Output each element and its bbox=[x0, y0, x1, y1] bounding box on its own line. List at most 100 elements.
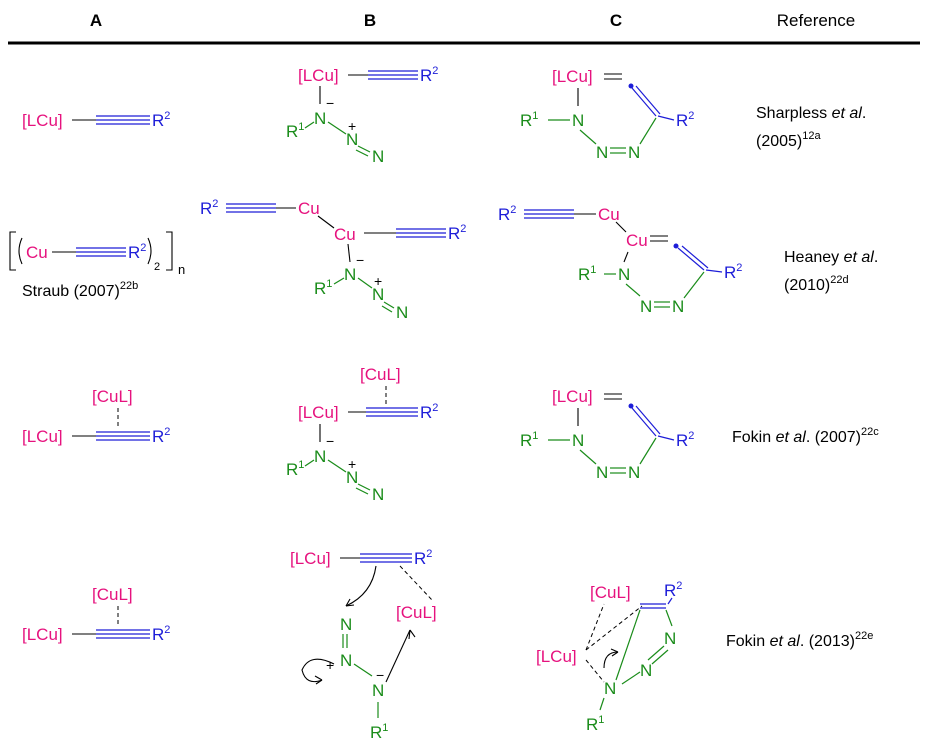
row1-structure-b: [LCu] R2 N − R1 N + N bbox=[286, 65, 438, 166]
svg-text:Cu: Cu bbox=[26, 243, 48, 262]
svg-text:N: N bbox=[640, 297, 652, 316]
svg-text:[CuL]: [CuL] bbox=[92, 387, 133, 406]
azide-n1: N bbox=[314, 109, 326, 128]
svg-text:(2010)22d: (2010)22d bbox=[784, 274, 849, 294]
lcu-label: [LCu] bbox=[298, 66, 339, 85]
svg-text:N: N bbox=[340, 615, 352, 634]
svg-text:N: N bbox=[340, 651, 352, 670]
svg-text:n: n bbox=[178, 262, 185, 277]
reference-line1: Sharpless et al. bbox=[756, 105, 866, 122]
column-header-b: B bbox=[364, 11, 376, 30]
column-header-reference: Reference bbox=[777, 11, 855, 30]
svg-text:[LCu]: [LCu] bbox=[22, 625, 63, 644]
r2-label: R2 bbox=[676, 110, 694, 130]
row3-reference: Fokin et al. (2007)22c bbox=[732, 426, 879, 446]
svg-text:−: − bbox=[376, 667, 384, 683]
svg-text:R2: R2 bbox=[420, 402, 438, 422]
svg-text:N: N bbox=[596, 463, 608, 482]
svg-text:R1: R1 bbox=[520, 430, 538, 450]
lcu-label: [LCu] bbox=[22, 111, 63, 130]
svg-text:−: − bbox=[356, 252, 364, 268]
triazine-n1: N bbox=[572, 111, 584, 130]
table-header: A B C Reference bbox=[8, 11, 920, 45]
svg-text:N: N bbox=[604, 679, 616, 698]
row1-structure-c: [LCu] R2 N R1 N N bbox=[520, 67, 694, 162]
row4-structure-a: [CuL] [LCu] R2 bbox=[22, 585, 170, 644]
row-1: [LCu] R2 [LCu] R2 N − R1 N + N bbox=[22, 65, 866, 166]
svg-text:N: N bbox=[396, 303, 408, 322]
svg-text:R2: R2 bbox=[200, 198, 218, 218]
row3-structure-c: [LCu] R2 N R1 N N bbox=[520, 387, 694, 482]
triazine-n2: N bbox=[596, 143, 608, 162]
svg-text:[CuL]: [CuL] bbox=[92, 585, 133, 604]
svg-text:R1: R1 bbox=[578, 264, 596, 284]
svg-text:Heaney et al.: Heaney et al. bbox=[784, 249, 878, 266]
svg-text:N: N bbox=[372, 681, 384, 700]
svg-text:R1: R1 bbox=[314, 278, 332, 298]
svg-text:Cu: Cu bbox=[598, 205, 620, 224]
row-4: [CuL] [LCu] R2 [LCu] R2 [CuL] N N + bbox=[22, 548, 873, 742]
row1-structure-a: [LCu] R2 bbox=[22, 110, 170, 130]
svg-text:[LCu]: [LCu] bbox=[552, 387, 593, 406]
svg-text:N: N bbox=[346, 468, 358, 487]
reference-line2: (2005)12a bbox=[756, 130, 821, 150]
svg-text:[CuL]: [CuL] bbox=[360, 365, 401, 384]
svg-text:R1: R1 bbox=[286, 459, 304, 479]
svg-text:R2: R2 bbox=[498, 204, 516, 224]
svg-text:N: N bbox=[664, 629, 676, 648]
row4-reference: Fokin et al. (2013)22e bbox=[726, 630, 873, 650]
svg-text:[CuL]: [CuL] bbox=[590, 583, 631, 602]
row-2: Cu R2 2 n Straub (2007)22b R2 Cu Cu bbox=[9, 198, 878, 322]
column-header-a: A bbox=[90, 11, 102, 30]
row2-structure-c: R2 Cu Cu R2 N R1 N N bbox=[498, 204, 742, 316]
svg-text:R2: R2 bbox=[414, 548, 432, 568]
svg-text:2: 2 bbox=[154, 261, 160, 273]
row3-structure-a: [CuL] [LCu] R2 bbox=[22, 387, 170, 446]
svg-text:N: N bbox=[640, 661, 652, 680]
svg-text:R1: R1 bbox=[586, 714, 604, 734]
svg-text:R2: R2 bbox=[152, 426, 170, 446]
svg-text:+: + bbox=[326, 657, 334, 673]
svg-text:Fokin et al. (2013)22e: Fokin et al. (2013)22e bbox=[726, 630, 873, 650]
azide-n3: N bbox=[372, 147, 384, 166]
row2-structure-b: R2 Cu Cu R2 N − R1 N + N bbox=[200, 198, 466, 322]
svg-text:N: N bbox=[618, 265, 630, 284]
r2-label: R2 bbox=[152, 110, 170, 130]
row2-reference: Heaney et al. (2010)22d bbox=[784, 249, 878, 294]
copper-center: Cu bbox=[626, 231, 648, 250]
copper-center: Cu bbox=[334, 225, 356, 244]
row1-reference: Sharpless et al. (2005)12a bbox=[756, 105, 866, 150]
svg-text:N: N bbox=[672, 297, 684, 316]
row4-structure-c: [CuL] R2 N N N [LCu] R1 bbox=[536, 580, 682, 734]
svg-text:[LCu]: [LCu] bbox=[536, 647, 577, 666]
svg-text:N: N bbox=[572, 431, 584, 450]
svg-text:[CuL]: [CuL] bbox=[396, 603, 437, 622]
svg-text:−: − bbox=[326, 95, 334, 111]
svg-text:N: N bbox=[372, 485, 384, 504]
svg-text:R2: R2 bbox=[676, 430, 694, 450]
svg-text:Fokin et al. (2007)22c: Fokin et al. (2007)22c bbox=[732, 426, 879, 446]
column-header-c: C bbox=[610, 11, 622, 30]
svg-text:[LCu]: [LCu] bbox=[22, 427, 63, 446]
svg-text:+: + bbox=[374, 273, 382, 289]
svg-text:[LCu]: [LCu] bbox=[298, 403, 339, 422]
triazine-n3: N bbox=[628, 143, 640, 162]
straub-reference: Straub (2007)22b bbox=[22, 280, 138, 300]
svg-text:R2: R2 bbox=[448, 223, 466, 243]
svg-text:+: + bbox=[348, 456, 356, 472]
svg-text:[LCu]: [LCu] bbox=[290, 549, 331, 568]
r1-label: R1 bbox=[520, 110, 538, 130]
lcu-label: [LCu] bbox=[552, 67, 593, 86]
svg-text:N: N bbox=[372, 285, 384, 304]
svg-text:R2: R2 bbox=[152, 624, 170, 644]
svg-text:N: N bbox=[628, 463, 640, 482]
svg-text:R1: R1 bbox=[370, 722, 388, 742]
row3-structure-b: [CuL] [LCu] R2 N − R1 N + N bbox=[286, 365, 438, 504]
row-3: [CuL] [LCu] R2 [CuL] [LCu] R2 N − R1 N bbox=[22, 365, 879, 504]
svg-text:N: N bbox=[314, 447, 326, 466]
r1-label: R1 bbox=[286, 121, 304, 141]
svg-text:R2: R2 bbox=[664, 580, 682, 600]
svg-text:Cu: Cu bbox=[298, 199, 320, 218]
svg-text:+: + bbox=[348, 118, 356, 134]
